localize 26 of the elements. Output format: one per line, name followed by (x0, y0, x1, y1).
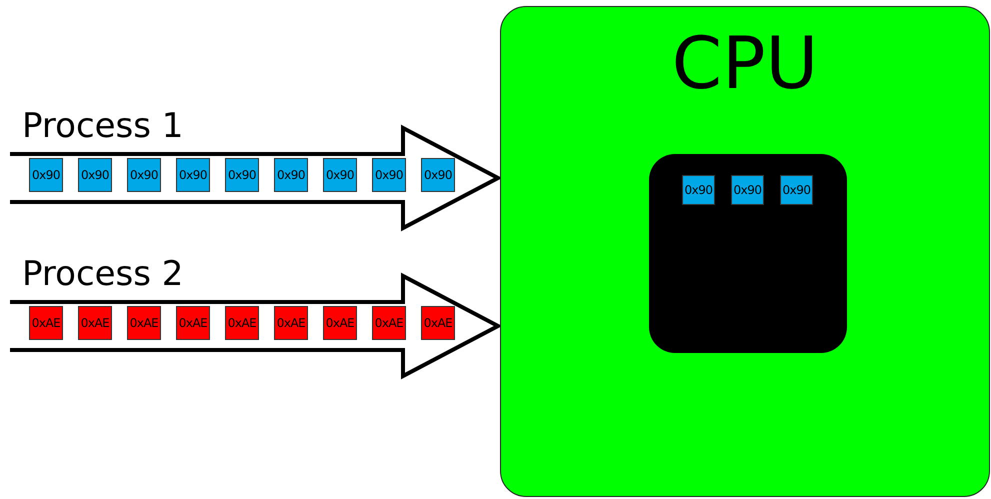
data-block: 0xAE (274, 306, 308, 340)
core-box (649, 154, 847, 353)
data-block: 0x90 (29, 158, 63, 192)
data-block: 0x90 (682, 175, 715, 205)
data-block: 0x90 (274, 158, 308, 192)
data-block: 0xAE (421, 306, 455, 340)
data-block: 0x90 (323, 158, 357, 192)
data-block: 0xAE (29, 306, 63, 340)
data-block: 0xAE (127, 306, 161, 340)
data-block: 0x90 (780, 175, 813, 205)
data-block: 0xAE (78, 306, 112, 340)
process-label: Process 2 (22, 254, 184, 294)
data-block: 0x90 (176, 158, 210, 192)
data-block: 0xAE (323, 306, 357, 340)
data-block: 0x90 (127, 158, 161, 192)
data-block: 0xAE (225, 306, 259, 340)
data-block: 0x90 (372, 158, 406, 192)
cpu-box (500, 6, 990, 497)
data-block: 0x90 (731, 175, 764, 205)
data-block: 0x90 (421, 158, 455, 192)
data-block: 0xAE (372, 306, 406, 340)
data-block: 0x90 (225, 158, 259, 192)
cpu-label: CPU (670, 21, 820, 105)
data-block: 0xAE (176, 306, 210, 340)
process-label: Process 1 (22, 106, 184, 146)
data-block: 0x90 (78, 158, 112, 192)
